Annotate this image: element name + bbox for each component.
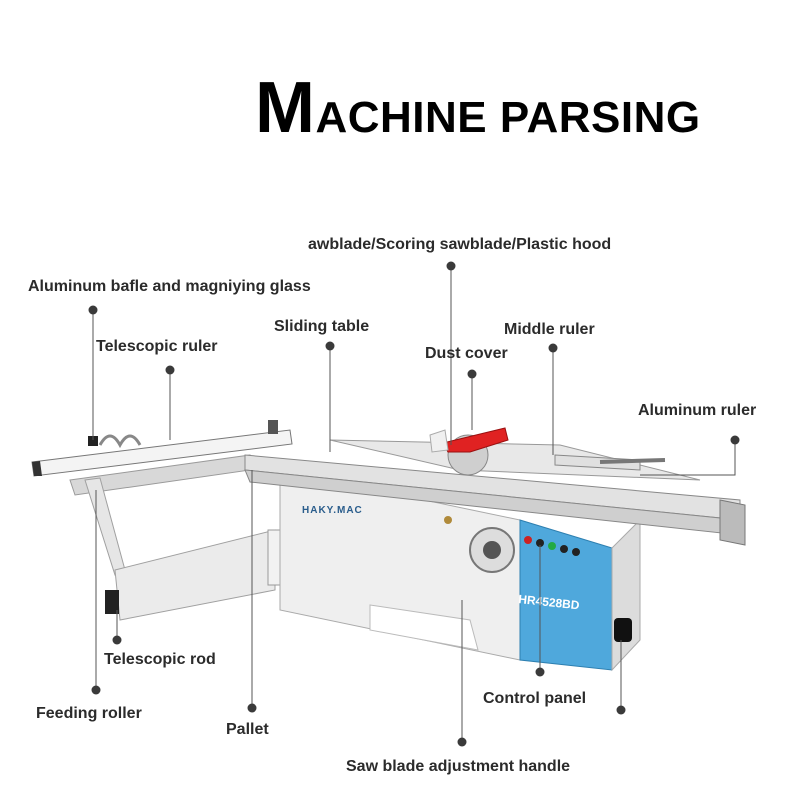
table-top — [244, 439, 746, 546]
machine-body — [279, 469, 641, 672]
label-aluminum-baffle: Aluminum bafle and magniying glass — [28, 278, 311, 295]
leader-lines — [92, 266, 736, 742]
leader-dots — [88, 261, 740, 747]
telescopic-ruler-arm — [31, 420, 293, 477]
label-aluminum-ruler: Aluminum ruler — [638, 402, 757, 419]
model-text: HR4528BD — [518, 592, 581, 612]
label-dust-cover: Dust cover — [425, 345, 508, 362]
blade-guard — [429, 427, 509, 476]
label-middle-ruler: Middle ruler — [504, 321, 595, 338]
label-sliding-table: Sliding table — [274, 318, 370, 335]
support-frame — [69, 454, 281, 621]
label-saw-handle: Saw blade adjustment handle — [346, 758, 571, 775]
label-control-panel: Control panel — [483, 690, 587, 707]
brand-text: HAKY.MAC — [302, 505, 363, 516]
title-first-letter: M — [255, 68, 316, 148]
label-telescopic-ruler: Telescopic ruler — [96, 338, 218, 355]
title-rest: ACHINE PARSING — [315, 93, 701, 142]
label-telescopic-rod: Telescopic rod — [104, 651, 216, 668]
page-title: MACHINE PARSING — [255, 72, 701, 144]
label-sawblade: awblade/Scoring sawblade/Plastic hood — [308, 236, 612, 253]
label-pallet: Pallet — [226, 721, 269, 738]
label-feeding-roller: Feeding roller — [36, 705, 142, 722]
